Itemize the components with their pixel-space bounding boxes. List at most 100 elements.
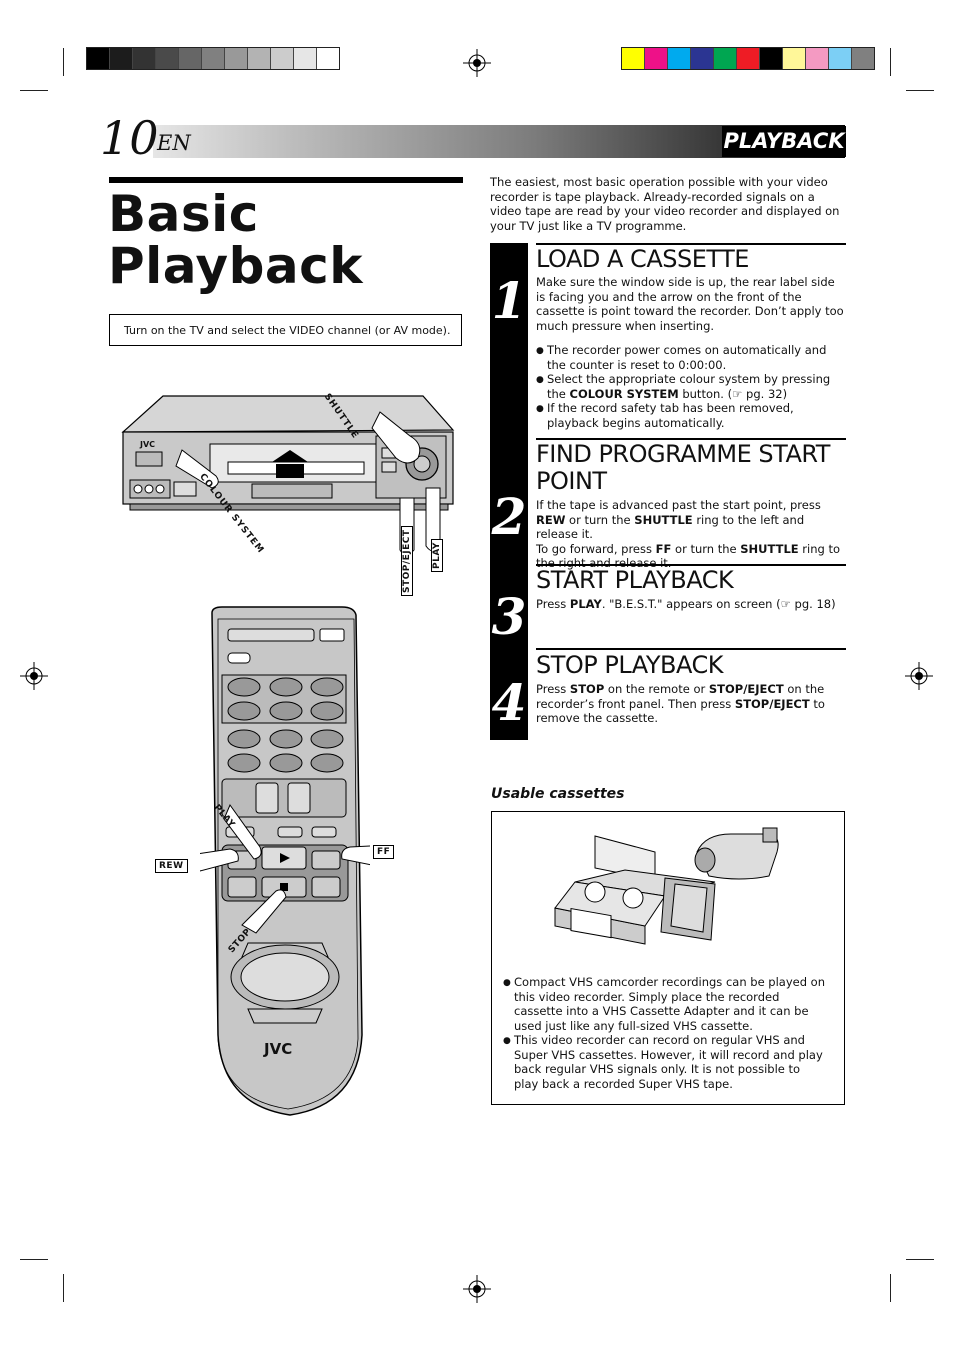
- ff-label: FF: [373, 845, 395, 859]
- grey-calibration-bar: [86, 47, 340, 70]
- text: on the recorder’s front panel. Then pres…: [536, 682, 825, 711]
- calibration-swatch: [294, 48, 317, 69]
- usable-cassettes-title: Usable cassettes: [491, 786, 625, 802]
- step-number-3: 3: [491, 587, 527, 646]
- page-title-line1: Basic: [108, 185, 259, 243]
- page-language: EN: [157, 131, 191, 155]
- crop-mark: [63, 48, 64, 76]
- step-rule: [536, 564, 846, 566]
- step-4-heading: STOP PLAYBACK: [536, 651, 723, 679]
- text: Press: [536, 597, 570, 611]
- step-1-bullet: The recorder power comes on automaticall…: [536, 343, 846, 372]
- registration-mark-icon: [20, 662, 48, 690]
- crop-mark: [63, 1274, 64, 1302]
- step-1-heading: LOAD A CASSETTE: [536, 245, 749, 273]
- vcr-illustration: [121, 395, 455, 556]
- calibration-swatch: [852, 48, 874, 69]
- calibration-swatch: [691, 48, 714, 69]
- bullet-bold-text: COLOUR SYSTEM: [569, 386, 679, 401]
- step-3-body: Press PLAY. "B.E.S.T." appears on screen…: [536, 597, 846, 612]
- text: To go forward, press: [536, 541, 656, 556]
- calibration-swatch: [622, 48, 645, 69]
- usable-cassettes-notes: Compact VHS camcorder recordings can be …: [503, 975, 828, 1091]
- registration-mark-icon: [463, 1275, 491, 1303]
- remote-control-illustration: [200, 606, 370, 1116]
- calibration-swatch: [714, 48, 737, 69]
- text: ring to the right and release it.: [536, 541, 841, 571]
- brand-logo: JVC: [140, 440, 156, 449]
- text: If the tape is advanced past the start p…: [536, 498, 821, 512]
- step-4-body: Press STOP on the remote or STOP/EJECT o…: [536, 682, 846, 726]
- bold-text: FF: [655, 541, 672, 556]
- intro-paragraph: The easiest, most basic operation possib…: [490, 175, 840, 233]
- step-1-bullet: Select the appropriate colour system by …: [536, 372, 846, 401]
- step-2-heading: FIND PROGRAMME START POINT: [536, 440, 830, 495]
- rew-label: REW: [155, 859, 188, 873]
- calibration-swatch: [271, 48, 294, 69]
- step-number-bar: 1 2 3 4: [490, 243, 528, 740]
- bold-text: STOP/EJECT: [708, 682, 784, 696]
- cassette-note: Compact VHS camcorder recordings can be …: [503, 975, 828, 1033]
- text: . "B.E.S.T." appears on screen (☞ pg. 18…: [601, 597, 836, 611]
- calibration-swatch: [225, 48, 248, 69]
- calibration-swatch: [179, 48, 202, 69]
- calibration-swatch: [87, 48, 110, 69]
- crop-mark: [906, 90, 934, 91]
- calibration-swatch: [110, 48, 133, 69]
- page-number: 10: [100, 111, 159, 165]
- page-title: Basic Playback: [108, 188, 363, 292]
- bold-text: STOP: [569, 682, 605, 696]
- calibration-swatch: [806, 48, 829, 69]
- text: ring to the left and release it.: [536, 512, 805, 542]
- crop-mark: [890, 48, 891, 76]
- page-title-line2: Playback: [108, 237, 364, 295]
- bold-text: PLAY: [569, 597, 602, 611]
- calibration-swatch: [668, 48, 691, 69]
- step-number-1: 1: [491, 271, 527, 330]
- text: to remove the cassette.: [536, 696, 825, 726]
- calibration-swatch: [248, 48, 271, 69]
- tip-box: Turn on the TV and select the VIDEO chan…: [109, 314, 462, 346]
- crop-mark: [20, 1259, 48, 1260]
- step-number-2: 2: [491, 487, 527, 546]
- calibration-swatch: [829, 48, 852, 69]
- crop-mark: [906, 1259, 934, 1260]
- step-2-para-1: If the tape is advanced past the start p…: [536, 498, 846, 542]
- crop-mark: [890, 1274, 891, 1302]
- calibration-swatch: [317, 48, 339, 69]
- bullet-tail-text: button. (☞ pg. 32): [678, 386, 788, 401]
- color-calibration-bar: [621, 47, 875, 70]
- step-2-para-2: To go forward, press FF or turn the SHUT…: [536, 542, 846, 571]
- calibration-swatch: [156, 48, 179, 69]
- usable-cassettes-box: [491, 811, 845, 1105]
- calibration-swatch: [760, 48, 783, 69]
- text: or turn the: [671, 541, 741, 556]
- bold-text: SHUTTLE: [634, 512, 693, 527]
- play-label: PLAY: [431, 539, 443, 572]
- bold-text: REW: [536, 512, 566, 527]
- step-1-bullet: If the record safety tab has been remove…: [536, 401, 846, 430]
- step-rule: [536, 243, 846, 245]
- section-title: PLAYBACK: [722, 126, 846, 157]
- registration-mark-icon: [463, 49, 491, 77]
- step-rule: [536, 648, 846, 650]
- crop-mark: [20, 90, 48, 91]
- registration-mark-icon: [905, 662, 933, 690]
- text: on the remote or: [604, 682, 709, 696]
- cassette-note: This video recorder can record on regula…: [503, 1033, 828, 1091]
- calibration-swatch: [133, 48, 156, 69]
- step-3-heading: START PLAYBACK: [536, 566, 734, 594]
- step-number-4: 4: [491, 673, 527, 732]
- calibration-swatch: [783, 48, 806, 69]
- remote-brand-logo: JVC: [264, 1040, 293, 1058]
- calibration-swatch: [645, 48, 668, 69]
- bullet-text: Select the appropriate colour system by …: [547, 372, 831, 401]
- step-rule: [536, 438, 846, 440]
- bold-text: SHUTTLE: [740, 541, 799, 556]
- cassette-adapter-illustration: [554, 827, 779, 945]
- bold-text: STOP/EJECT: [734, 696, 810, 711]
- calibration-swatch: [202, 48, 225, 69]
- step-1-body: Make sure the window side is up, the rea…: [536, 275, 846, 430]
- text: Press: [536, 682, 570, 696]
- title-rule: [109, 177, 463, 183]
